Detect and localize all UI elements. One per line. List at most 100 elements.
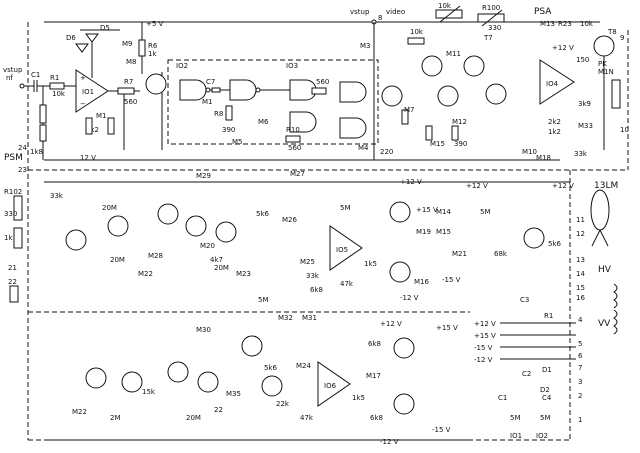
svg-text:M20: M20 (200, 242, 215, 250)
svg-text:2: 2 (578, 392, 582, 400)
transistor-t2 (381, 85, 403, 107)
opamp-io6 (317, 361, 351, 407)
resistor-r6 (138, 39, 146, 57)
svg-text:20M: 20M (214, 264, 229, 272)
gate-io3-d (339, 117, 367, 139)
svg-text:T8: T8 (607, 28, 617, 36)
stage-bottom: M22 2M 15k 20M M30 M35 22 5k6 22k (72, 326, 290, 422)
video-label-bottom: video (386, 8, 405, 16)
svg-text:+12 V: +12 V (552, 182, 574, 190)
pot-r100 (477, 13, 505, 23)
svg-text:R7: R7 (124, 78, 133, 86)
gate-io2-a (179, 79, 207, 101)
right-block: 13LM 11 12 13 14 15 16 HV VV 4 5 6 7 3 2… (498, 181, 618, 440)
hv-label: HV (598, 265, 612, 275)
svg-text:1: 1 (578, 416, 582, 424)
svg-text:R10: R10 (286, 126, 300, 134)
svg-text:M12: M12 (452, 118, 467, 126)
opamp-io5 (329, 225, 363, 271)
svg-text:5k6: 5k6 (256, 210, 270, 218)
svg-text:+12 V: +12 V (380, 320, 402, 328)
svg-text:-12 V: -12 V (400, 294, 419, 302)
svg-text:6k8: 6k8 (310, 286, 323, 294)
stage-t1: +5 V R6 1k M8 R7 560 (117, 20, 167, 150)
psm-input: PSM 24 23 R102 330 1k 21 22 (4, 144, 27, 303)
svg-text:24: 24 (18, 144, 27, 152)
svg-text:21: 21 (8, 264, 17, 272)
svg-text:M14: M14 (436, 208, 451, 216)
svg-text:R23: R23 (558, 20, 572, 28)
svg-text:15k: 15k (142, 388, 156, 396)
transistor-t25 (261, 375, 283, 397)
svg-text:R102: R102 (4, 188, 22, 196)
switch-input (9, 285, 19, 303)
svg-text:330: 330 (4, 210, 17, 218)
svg-text:22: 22 (214, 406, 223, 414)
svg-text:47k: 47k (300, 414, 314, 422)
pot-pk (611, 79, 621, 109)
svg-text:6k8: 6k8 (368, 340, 381, 348)
svg-text:390: 390 (222, 126, 235, 134)
svg-text:23: 23 (18, 166, 27, 174)
svg-text:20M: 20M (186, 414, 201, 422)
svg-text:M5: M5 (232, 138, 243, 146)
svg-text:-15 V: -15 V (442, 276, 461, 284)
transistor-t1 (145, 73, 167, 95)
svg-text:22k: 22k (276, 400, 290, 408)
transistor-t3 (421, 55, 443, 77)
svg-text:−: − (80, 100, 86, 108)
svg-text:5M: 5M (510, 414, 521, 422)
svg-text:IO1: IO1 (510, 432, 522, 440)
svg-text:IO6: IO6 (324, 382, 337, 390)
supply-legend: +12 V +15 V -15 V -12 V (474, 320, 576, 364)
ic-io4: M13 R23 10k +12 V IO4 150 3k9 M33 2k2 1k… (522, 20, 629, 162)
svg-text:M28: M28 (148, 252, 163, 260)
svg-text:M24: M24 (296, 362, 311, 370)
svg-text:1k2: 1k2 (548, 128, 561, 136)
transistor-t12 (185, 215, 207, 237)
svg-text:+15 V: +15 V (416, 206, 438, 214)
stage-mid-left: 33k 20M 20M M22 M28 M20 4k7 M29 20M M23 (50, 172, 251, 278)
input-nf: vstup nf C1 R1 10k 1k8 (3, 66, 76, 160)
stage-mid-right: M19 M16 +15 V -15 V M14 M15 M21 +12 V 5M… (389, 182, 574, 286)
svg-text:D2: D2 (540, 386, 550, 394)
svg-text:R8: R8 (214, 110, 223, 118)
transistor-t22 (167, 361, 189, 383)
svg-text:-15 V: -15 V (474, 344, 493, 352)
diode-d5 (85, 33, 99, 43)
svg-text:R1: R1 (544, 312, 553, 320)
svg-text:+15 V: +15 V (474, 332, 496, 340)
transistor-t13 (215, 221, 237, 243)
svg-text:10: 10 (620, 126, 629, 134)
svg-text:560: 560 (288, 144, 301, 152)
svg-text:-12 V: -12 V (474, 356, 493, 364)
svg-text:10k: 10k (410, 28, 424, 36)
svg-text:M35: M35 (226, 390, 241, 398)
svg-text:220: 220 (380, 148, 393, 156)
svg-text:M8: M8 (126, 58, 137, 66)
cap-c7 (211, 87, 221, 93)
svg-text:1k5: 1k5 (364, 260, 377, 268)
svg-text:5k6: 5k6 (264, 364, 278, 372)
svg-text:M13: M13 (540, 20, 555, 28)
svg-text:M22: M22 (138, 270, 153, 278)
svg-text:D1: D1 (542, 366, 552, 374)
svg-text:14: 14 (576, 270, 585, 278)
input-label-top: vstup (3, 66, 23, 74)
svg-text:10k: 10k (580, 20, 594, 28)
svg-text:4: 4 (578, 316, 583, 324)
resistor-r12 (407, 37, 425, 45)
svg-text:R100: R100 (482, 4, 500, 12)
svg-text:+: + (80, 74, 86, 82)
svg-text:IO3: IO3 (286, 62, 298, 70)
svg-text:R1: R1 (50, 74, 59, 82)
svg-text:T7: T7 (483, 34, 493, 42)
svg-text:10k: 10k (52, 90, 66, 98)
svg-text:C4: C4 (542, 394, 552, 402)
svg-text:+12 V: +12 V (466, 182, 488, 190)
svg-text:M11: M11 (446, 50, 461, 58)
svg-text:M1: M1 (202, 98, 213, 106)
svg-text:IO2: IO2 (536, 432, 548, 440)
svg-text:M4: M4 (358, 144, 369, 152)
